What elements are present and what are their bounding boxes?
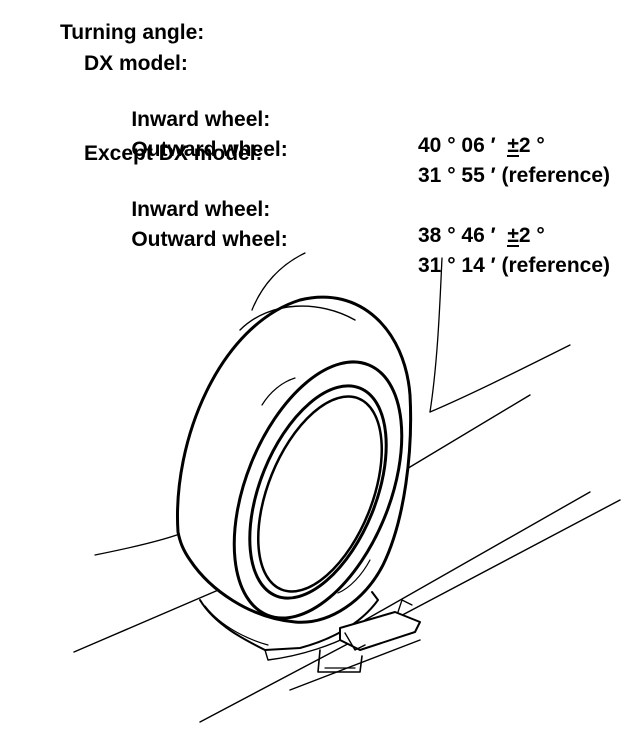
except-dx-inward-label: Inward wheel: [131, 198, 271, 221]
except-dx-inward-value-group: 38 ° 46 ′ ±2 ° [418, 223, 545, 249]
wheel-stop-bracket [317, 599, 421, 673]
dx-outward-label: Outward wheel: [131, 138, 288, 161]
dx-inward-label: Inward wheel: [131, 108, 271, 131]
spec-heading: Turning angle: [60, 21, 205, 44]
dx-inward-value-group: 40 ° 06 ′ ±2 ° [418, 133, 545, 159]
wheel-on-turning-gauge-illustration [73, 252, 621, 723]
turning-angle-spec: Turning angle: DX model: Inward wheel: 4… [0, 0, 640, 277]
dx-model-label: DX model: [84, 52, 188, 75]
dx-inward-value: 40 ° 06 ′ [418, 134, 496, 157]
except-dx-inward-tolerance: 2 ° [518, 224, 545, 247]
dx-outward-value: 31 ° 55 ′ (reference) [418, 164, 611, 187]
except-dx-outward-label: Outward wheel: [131, 228, 288, 251]
except-dx-outward-row: Outward wheel: 31 ° 14 ′ (reference) [108, 201, 610, 305]
except-dx-model-label: Except DX model: [84, 142, 263, 165]
except-dx-outward-value: 31 ° 14 ′ (reference) [418, 254, 611, 277]
except-dx-inward-row: Inward wheel: 38 ° 46 ′ ±2 ° [108, 171, 545, 275]
tire [175, 295, 413, 624]
dx-inward-tolerance: 2 ° [518, 134, 545, 157]
except-dx-inward-value: 38 ° 46 ′ [418, 224, 496, 247]
except-dx-inward-tolerance-sign: ± [507, 224, 519, 247]
dx-inward-row: Inward wheel: 40 ° 06 ′ ±2 ° [108, 81, 545, 185]
dx-outward-row: Outward wheel: 31 ° 55 ′ (reference) [108, 111, 610, 215]
dx-inward-tolerance-sign: ± [507, 134, 519, 157]
floor-lines [73, 394, 621, 723]
